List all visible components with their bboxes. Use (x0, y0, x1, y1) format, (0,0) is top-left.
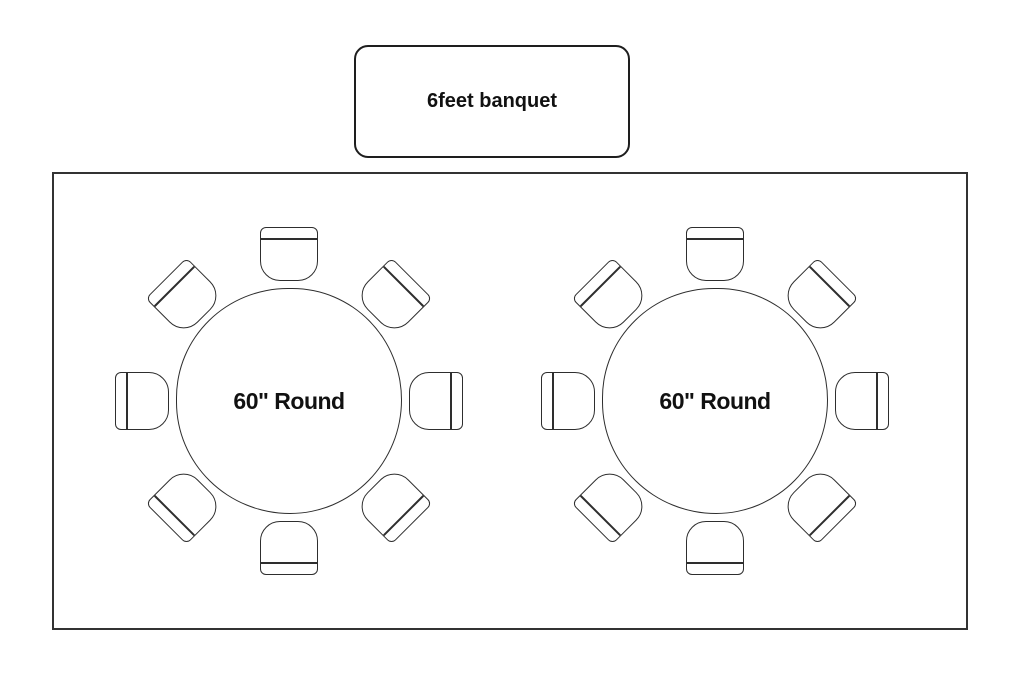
chair (260, 227, 318, 281)
chair-backrest (687, 562, 743, 564)
chair-backrest (261, 238, 317, 240)
chair (115, 372, 169, 430)
chair-backrest (552, 373, 554, 429)
chair (409, 372, 463, 430)
chair (541, 372, 595, 430)
table-label: 60" Round (659, 387, 771, 414)
chair-backrest (261, 562, 317, 564)
banquet-table-label: 6feet banquet (426, 90, 558, 112)
chair-backrest (126, 373, 128, 429)
chair (686, 227, 744, 281)
chair-backrest (450, 373, 452, 429)
table-circle (176, 288, 402, 514)
chair (686, 521, 744, 575)
chair-backrest (687, 238, 743, 240)
banquet-table-legend[interactable]: 6feet banquet (354, 45, 630, 158)
table-label: 60" Round (233, 387, 345, 414)
chair-backrest (876, 373, 878, 429)
chair (260, 521, 318, 575)
table-circle (602, 288, 828, 514)
chair (835, 372, 889, 430)
